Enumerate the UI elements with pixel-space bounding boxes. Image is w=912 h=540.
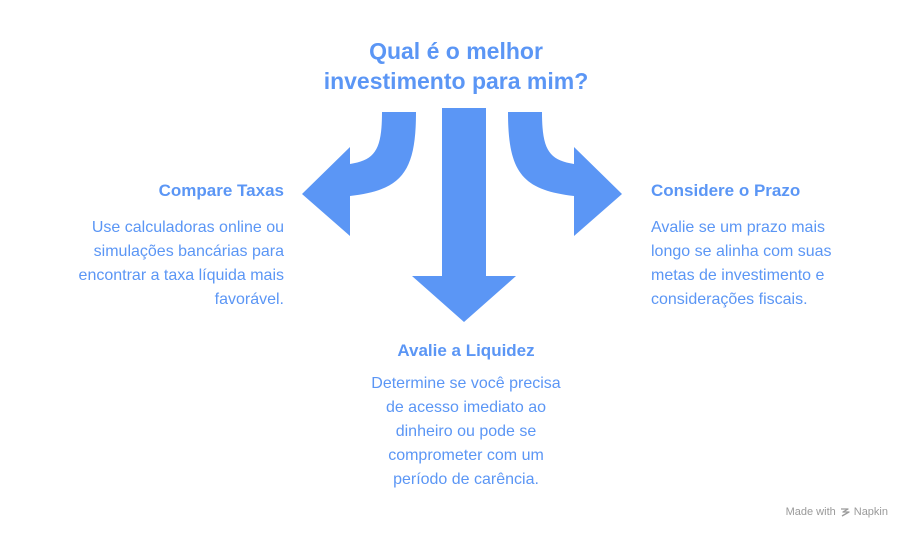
left-branch-description: Use calculadoras online ou simulações ba… xyxy=(79,216,284,312)
description-line: período de carência. xyxy=(393,471,539,488)
description-line: Avalie se um prazo mais xyxy=(651,219,825,236)
description-line: de acesso imediato ao xyxy=(385,399,547,416)
description-line: considerações fiscais. xyxy=(651,291,808,308)
arrow-left-icon xyxy=(302,112,416,236)
description-line: Determine se você precisa xyxy=(371,375,561,392)
left-branch-heading: Compare Taxas xyxy=(158,181,284,200)
right-branch-description: Avalie se um prazo mais longo se alinha … xyxy=(651,216,832,312)
napkin-watermark[interactable]: Made with Napkin xyxy=(786,506,888,518)
napkin-logo-icon xyxy=(840,508,850,517)
arrow-right-icon xyxy=(508,112,622,236)
center-branch-heading: Avalie a Liquidez xyxy=(397,341,535,360)
description-line: dinheiro ou pode se xyxy=(395,423,537,440)
watermark-prefix: Made with xyxy=(785,506,836,518)
center-branch-description: Determine se você precisa de acesso imed… xyxy=(306,372,626,492)
description-line: simulações bancárias para xyxy=(93,243,284,260)
description-line: comprometer com um xyxy=(388,447,544,464)
description-line: longo se alinha com suas xyxy=(651,243,832,260)
description-line: encontrar a taxa líquida mais xyxy=(78,267,284,284)
description-line: metas de investimento e xyxy=(651,267,825,284)
watermark-brand: Napkin xyxy=(853,506,888,518)
title-line-2: investimento para mim? xyxy=(323,68,589,94)
arrow-down-icon xyxy=(412,108,516,322)
right-branch-heading: Considere o Prazo xyxy=(651,181,801,200)
description-line: Use calculadoras online ou xyxy=(91,219,284,236)
description-line: favorável. xyxy=(214,291,284,308)
diagram-title: Qual é o melhor investimento para mim? xyxy=(256,36,656,96)
title-line-1: Qual é o melhor xyxy=(369,38,543,64)
